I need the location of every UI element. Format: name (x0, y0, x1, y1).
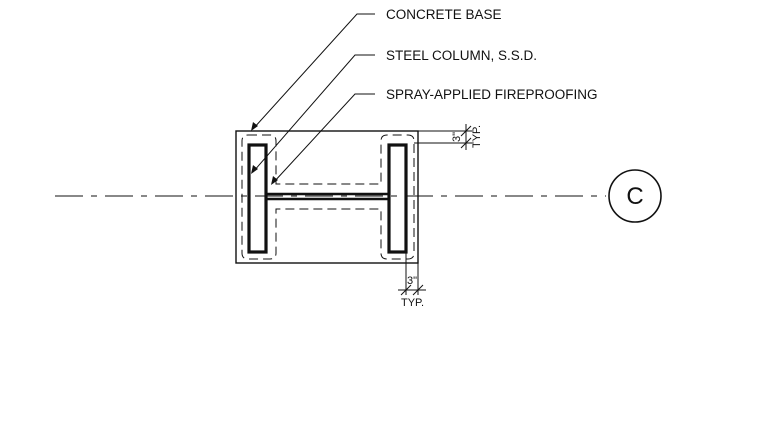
dimension-bottom (398, 252, 426, 296)
dim-right-tick-top (460, 125, 472, 137)
leader-fireproofing (272, 93, 375, 184)
dim-right-value: 3" (451, 132, 463, 142)
dim-bottom-tick-right (412, 284, 424, 296)
arrow-concrete-base (251, 122, 258, 131)
grid-bubble-letter: C (626, 183, 643, 210)
dim-right-note: TYP. (471, 125, 483, 148)
steel-column-section (247, 143, 408, 254)
dim-bottom-note: TYP. (401, 297, 424, 309)
dim-bottom-tick-left (400, 284, 412, 296)
dim-right-tick-bottom (460, 137, 472, 149)
callout-arrowheads (251, 122, 278, 185)
callout-fireproofing: SPRAY-APPLIED FIREPROOFING (386, 87, 598, 102)
dimension-right (414, 124, 472, 150)
leader-concrete-base (252, 13, 375, 130)
callout-concrete-base: CONCRETE BASE (386, 7, 502, 22)
arrow-steel-column (251, 165, 258, 174)
grid-bubble-circle (608, 169, 662, 223)
grid-bubble: C (608, 169, 662, 223)
concrete-base-outline (235, 130, 419, 264)
fireproofing-left-flange (241, 134, 415, 260)
fireproofing-outline (241, 134, 415, 260)
steel-left-flange (247, 143, 268, 254)
leader-steel-column (252, 54, 375, 173)
arrow-fireproofing (271, 176, 278, 185)
dim-bottom-value: 3" (407, 275, 417, 287)
callout-steel-column: STEEL COLUMN, S.S.D. (386, 48, 537, 63)
callout-leaders (252, 13, 375, 184)
steel-right-flange (387, 143, 408, 254)
